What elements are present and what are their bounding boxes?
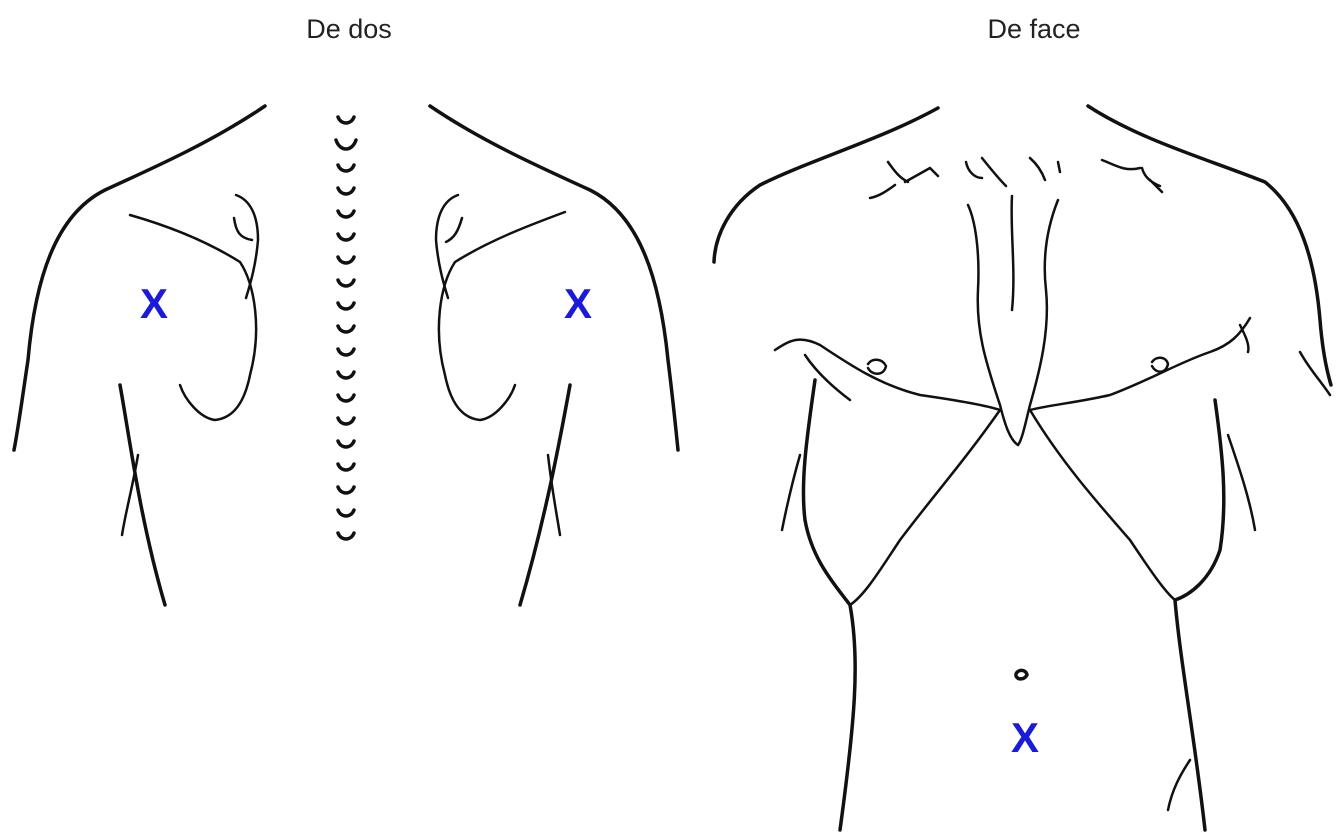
- front-left-nipple: [868, 360, 886, 374]
- back-view-figure: [14, 106, 678, 605]
- front-navel: [1016, 670, 1027, 679]
- vertebra: [338, 188, 354, 194]
- front-right-torso-side: [1175, 400, 1224, 830]
- vertebra: [338, 510, 354, 516]
- vertebra: [338, 464, 354, 470]
- back-right-flank-outline: [520, 385, 570, 605]
- front-left-shoulder-outline: [714, 108, 938, 262]
- front-ribcage-left: [850, 410, 1000, 605]
- back-spine: [336, 117, 356, 539]
- back-right-scapula-notch: [446, 218, 462, 242]
- back-right-scapula: [439, 212, 565, 420]
- front-right-pec-edge: [1240, 325, 1248, 352]
- front-abdomen-injection-marker: X: [995, 715, 1055, 761]
- back-right-shoulder-outline: [430, 106, 678, 450]
- back-left-injection-marker: X: [124, 281, 184, 327]
- vertebra: [338, 349, 354, 355]
- vertebra: [338, 441, 354, 447]
- vertebra: [338, 326, 354, 332]
- front-lower-right-line: [1168, 760, 1190, 810]
- vertebra: [338, 418, 354, 424]
- front-sternum-center: [1012, 196, 1014, 310]
- vertebra: [338, 395, 354, 401]
- front-right-shoulder-outline: [1088, 106, 1331, 385]
- vertebra: [338, 533, 354, 539]
- front-neck-lines: [966, 158, 1060, 186]
- front-left-torso-side: [803, 380, 855, 830]
- vertebra: [338, 165, 354, 171]
- front-right-pectoral: [1030, 318, 1250, 410]
- vertebra: [338, 117, 354, 123]
- back-left-flank-outline: [120, 385, 165, 605]
- back-right-injection-marker: X: [548, 281, 608, 327]
- back-left-arm-inner-line: [122, 455, 138, 535]
- front-right-collarbone: [1102, 160, 1162, 192]
- front-right-arm-inner: [1228, 435, 1255, 530]
- front-left-arm-inner: [782, 455, 800, 530]
- back-left-shoulder-outline: [14, 106, 265, 450]
- vertebra: [338, 303, 354, 309]
- back-right-scapula-spine: [436, 195, 458, 298]
- front-left-collarbone-tip: [870, 185, 895, 198]
- front-left-pectoral: [775, 340, 1000, 410]
- front-ribcage-right: [1030, 410, 1175, 600]
- vertebra: [338, 372, 354, 378]
- vertebra: [338, 280, 354, 286]
- vertebra: [338, 234, 354, 240]
- back-left-scapula-spine: [236, 195, 258, 298]
- vertebra: [338, 257, 354, 263]
- back-left-scapula-notch: [234, 218, 252, 240]
- vertebra: [338, 487, 354, 493]
- vertebra: [336, 140, 356, 149]
- front-left-collarbone: [888, 162, 938, 182]
- front-right-nipple: [1152, 358, 1168, 372]
- vertebra: [338, 211, 354, 217]
